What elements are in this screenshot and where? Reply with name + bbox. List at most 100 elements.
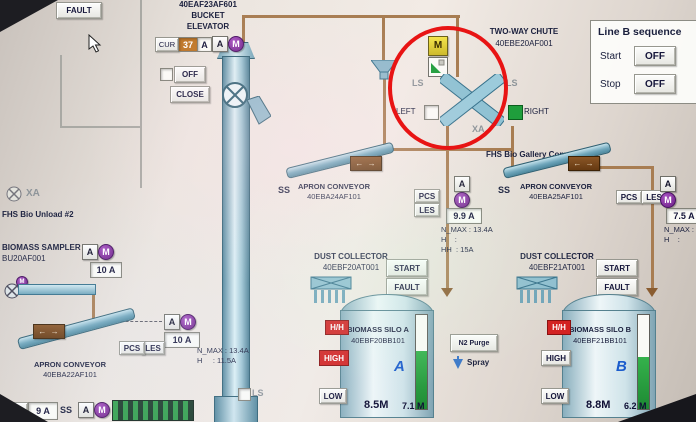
- dust-collector-a-icon: [310, 276, 352, 303]
- sampler-name: BIOMASS SAMPLER: [2, 243, 81, 252]
- annotation-circle: [388, 26, 508, 150]
- sampler-auto-button[interactable]: A: [82, 244, 98, 260]
- spray-label: Spray: [467, 358, 490, 367]
- dust-collector-a-name: DUST COLLECTOR: [314, 252, 388, 261]
- conveyor-22-pcs-button[interactable]: PCS: [119, 341, 145, 355]
- funnel-icon: [371, 60, 397, 80]
- conveyor-a-tag: 40EBA24AF101: [307, 192, 361, 201]
- silo-b-level-value: 8.8M: [586, 399, 611, 411]
- conveyor-a-ss-label[interactable]: SS: [278, 185, 291, 195]
- silo-b-tag: 40EBF21BB101: [573, 336, 627, 345]
- photo-corner-top-left: [0, 0, 58, 32]
- current-label: CUR: [155, 37, 179, 52]
- sampler-pipe: [18, 284, 96, 295]
- silo-a-high-alarm: HIGH: [319, 350, 349, 366]
- conveyor-a-pcs-button[interactable]: PCS: [414, 189, 440, 203]
- chute-ls-right-label: LS: [506, 78, 518, 88]
- conveyor-a-auto-button[interactable]: A: [454, 176, 470, 192]
- photo-corner-bottom-left: [0, 394, 48, 422]
- conveyor-a-les-button[interactable]: LES: [414, 203, 440, 217]
- signal-line: [60, 126, 142, 128]
- conveyor-22-direction-button[interactable]: ← →: [33, 324, 65, 339]
- flow-arrow: [646, 288, 658, 297]
- silo-b-hh-alarm: H/H: [547, 320, 571, 335]
- signal-line: [140, 0, 142, 188]
- sampler-tag: BU20AF001: [2, 254, 46, 263]
- dust-collector-b-start-button[interactable]: START: [596, 259, 638, 277]
- current-unit: A: [197, 37, 212, 52]
- sampler-manual-button[interactable]: M: [98, 244, 114, 260]
- conveyor-a-name: APRON CONVEYOR: [297, 182, 371, 191]
- dust-collector-a-start-button[interactable]: START: [386, 259, 428, 277]
- status-box: [160, 68, 173, 81]
- spray-icon: [453, 356, 463, 369]
- conveyor-b-manual-button[interactable]: M: [660, 192, 676, 208]
- conveyor-b-h-limit: H :: [664, 235, 680, 244]
- boot-ls-label: LS: [252, 388, 264, 398]
- conveyor-22-name: APRON CONVEYOR: [33, 360, 107, 369]
- conveyor-a-manual-button[interactable]: M: [454, 192, 470, 208]
- sequence-stop-button[interactable]: OFF: [634, 74, 676, 94]
- elevator-discharge-chute: [247, 96, 271, 125]
- boot-ss-label[interactable]: SS: [60, 405, 73, 415]
- off-button[interactable]: OFF: [174, 66, 206, 83]
- dust-collector-b-tag: 40EBF21AT001: [528, 263, 586, 272]
- fault-button[interactable]: FAULT: [56, 2, 102, 19]
- silo-b-high-indicator: HIGH: [541, 350, 571, 366]
- conveyor-b-nmax: N_MAX : 13.4A: [664, 225, 695, 234]
- close-button[interactable]: CLOSE: [170, 86, 210, 103]
- unload-xa-label: XA: [26, 188, 40, 199]
- boot-manual-button[interactable]: M: [94, 402, 110, 418]
- conveyor-b-pcs-button[interactable]: PCS: [616, 190, 642, 204]
- elevator-manual-button[interactable]: M: [228, 36, 244, 52]
- pipe-segment: [600, 166, 653, 169]
- dust-collector-a-tag: 40EBF20AT001: [322, 263, 380, 272]
- chute-right-indicator[interactable]: [508, 105, 523, 120]
- conveyor-a-nmax: N_MAX : 13.4A: [441, 225, 493, 234]
- sequence-start-button[interactable]: OFF: [634, 46, 676, 66]
- elevator-auto-button[interactable]: A: [212, 36, 228, 52]
- conveyor-a-h-limit: H :: [441, 235, 457, 244]
- pipe-segment: [382, 15, 385, 62]
- current-value: 37: [178, 37, 198, 52]
- flow-arrow: [441, 288, 453, 297]
- mouse-cursor: [88, 34, 102, 53]
- silo-a-letter: A: [394, 358, 405, 375]
- conveyor-b-amps: 7.5 A: [666, 208, 696, 224]
- conveyor-b-auto-button[interactable]: A: [660, 176, 676, 192]
- feed-auto-button[interactable]: A: [164, 314, 180, 330]
- silo-a-hh-alarm: H/H: [325, 320, 349, 335]
- unload-label: FHS Bio Unload #2: [2, 210, 74, 219]
- silo-a-level-bar: [415, 314, 428, 410]
- pipe-segment: [243, 15, 460, 18]
- silo-a-tag: 40EBF20BB101: [351, 336, 405, 345]
- conveyor-a-direction-button[interactable]: ← →: [350, 156, 382, 171]
- dust-collector-b-name: DUST COLLECTOR: [520, 252, 594, 261]
- boot-auto-button[interactable]: A: [78, 402, 94, 418]
- chute-title: TWO-WAY CHUTE: [489, 27, 559, 36]
- conveyor-22-tag: 40EBA22AF101: [43, 370, 97, 379]
- pipe-segment: [651, 166, 654, 288]
- bucket-chain-conveyor: [112, 400, 194, 421]
- signal-line: [60, 55, 62, 128]
- conveyor-a-amps: 9.9 A: [446, 208, 482, 224]
- feed-nmax: N_MAX : 13.4A: [197, 346, 249, 355]
- feed-manual-button[interactable]: M: [180, 314, 196, 330]
- conveyor-b-tag: 40EBA25AF101: [529, 192, 583, 201]
- n2-purge-button[interactable]: N2 Purge: [450, 334, 498, 352]
- conveyor-b-ss-label[interactable]: SS: [498, 185, 511, 195]
- pipe-segment: [242, 15, 245, 43]
- elevator-name-line2: ELEVATOR: [186, 22, 230, 31]
- pipe-segment: [446, 124, 449, 288]
- silo-b-name: BIOMASS SILO B: [568, 325, 632, 334]
- signal-dashed-line: [116, 321, 162, 322]
- chute-tag: 40EBE20AF001: [495, 39, 553, 48]
- silo-a-name: BIOMASS SILO A: [347, 325, 409, 334]
- feed-amps: 10 A: [164, 332, 200, 348]
- pipe-segment: [383, 76, 386, 150]
- silo-a-level2-value: 7.1 M: [402, 401, 425, 411]
- silo-a-low-indicator: LOW: [319, 388, 347, 404]
- conveyor-b-direction-button[interactable]: ← →: [568, 156, 600, 171]
- conveyor-a-hh-limit: HH : 15A: [441, 245, 474, 254]
